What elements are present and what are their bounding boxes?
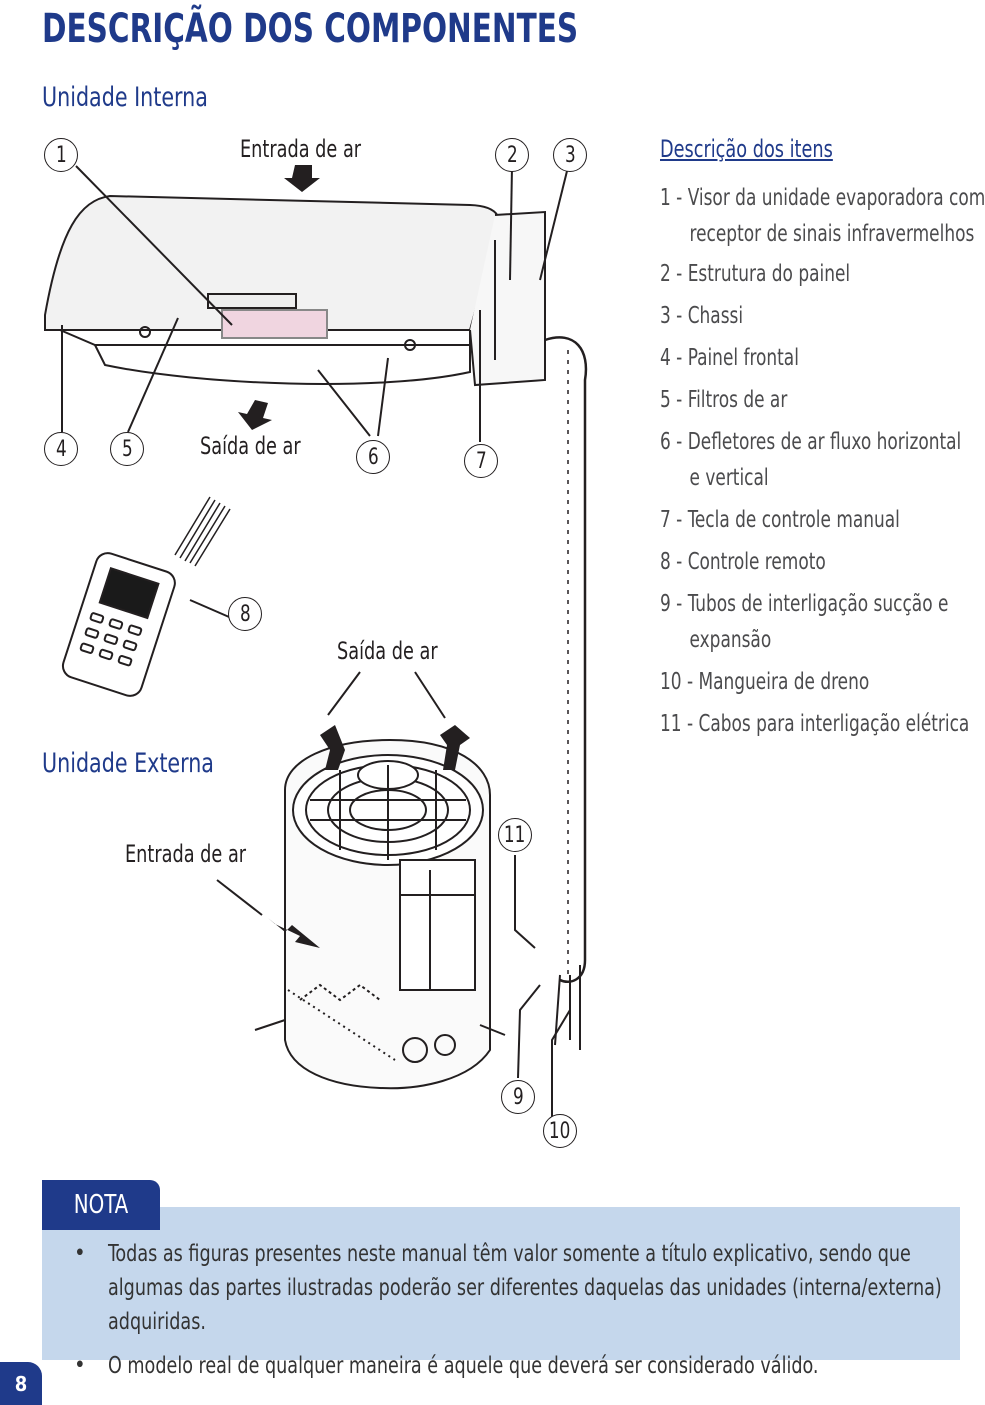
callout-9: 9 <box>501 1080 535 1114</box>
list-item: 3 - Chassi <box>660 303 744 329</box>
callout-2: 2 <box>495 138 529 172</box>
note-tab-label: NOTA <box>73 1190 129 1220</box>
display-window <box>221 309 328 339</box>
note-list: • Todas as figuras presentes neste manua… <box>70 1237 950 1393</box>
component-diagram <box>44 165 588 1120</box>
callout-10: 10 <box>543 1114 577 1148</box>
air-outlet-outdoor-label: Saída de ar <box>337 637 438 665</box>
page-title: DESCRIÇÃO DOS COMPONENTES <box>42 6 579 52</box>
callout-4: 4 <box>44 432 78 466</box>
list-item: 10 - Mangueira de dreno <box>660 669 870 695</box>
callout-3: 3 <box>553 138 587 172</box>
note-item: • Todas as figuras presentes neste manua… <box>70 1237 950 1339</box>
callout-5: 5 <box>110 432 144 466</box>
list-item: 7 - Tecla de controle manual <box>660 507 900 533</box>
description-title: Descrição dos itens <box>660 135 833 163</box>
arrow-inlet-outdoor <box>268 918 320 948</box>
note-tab: NOTA <box>42 1180 160 1230</box>
arrow-outlet-indoor <box>238 400 272 430</box>
remote-control <box>61 552 176 697</box>
pipe-bundle <box>544 336 588 984</box>
outdoor-unit <box>254 738 506 1090</box>
bullet-icon: • <box>74 1353 86 1378</box>
note-item: • O modelo real de qualquer maneira é aq… <box>70 1349 950 1383</box>
arrow-outlet-right <box>440 725 470 770</box>
callout-6: 6 <box>356 440 390 474</box>
callout-8: 8 <box>228 597 262 631</box>
list-item: 2 - Estrutura do painel <box>660 261 851 287</box>
arrow-inlet-top <box>284 165 320 192</box>
air-inlet-top-label: Entrada de ar <box>240 135 362 163</box>
air-outlet-indoor-label: Saída de ar <box>200 432 301 460</box>
list-item: 4 - Painel frontal <box>660 345 799 371</box>
list-item: 11 - Cabos para interligação elétrica <box>660 711 970 737</box>
bullet-icon: • <box>74 1241 86 1266</box>
arrow-outlet-left <box>320 725 345 770</box>
list-item: 5 - Filtros de ar <box>660 387 788 413</box>
callout-11: 11 <box>498 818 532 852</box>
indoor-unit-chassis <box>469 210 546 387</box>
callout-7: 7 <box>464 444 498 478</box>
list-item: 8 - Controle remoto <box>660 549 826 575</box>
air-inlet-outdoor-label: Entrada de ar <box>125 840 247 868</box>
callout-1: 1 <box>44 138 78 172</box>
remote-signal-waves <box>174 496 231 567</box>
note-box <box>42 1207 960 1360</box>
outdoor-unit-heading: Unidade Externa <box>42 748 214 779</box>
indoor-unit-heading: Unidade Interna <box>42 82 208 113</box>
page-number: 8 <box>0 1362 42 1405</box>
